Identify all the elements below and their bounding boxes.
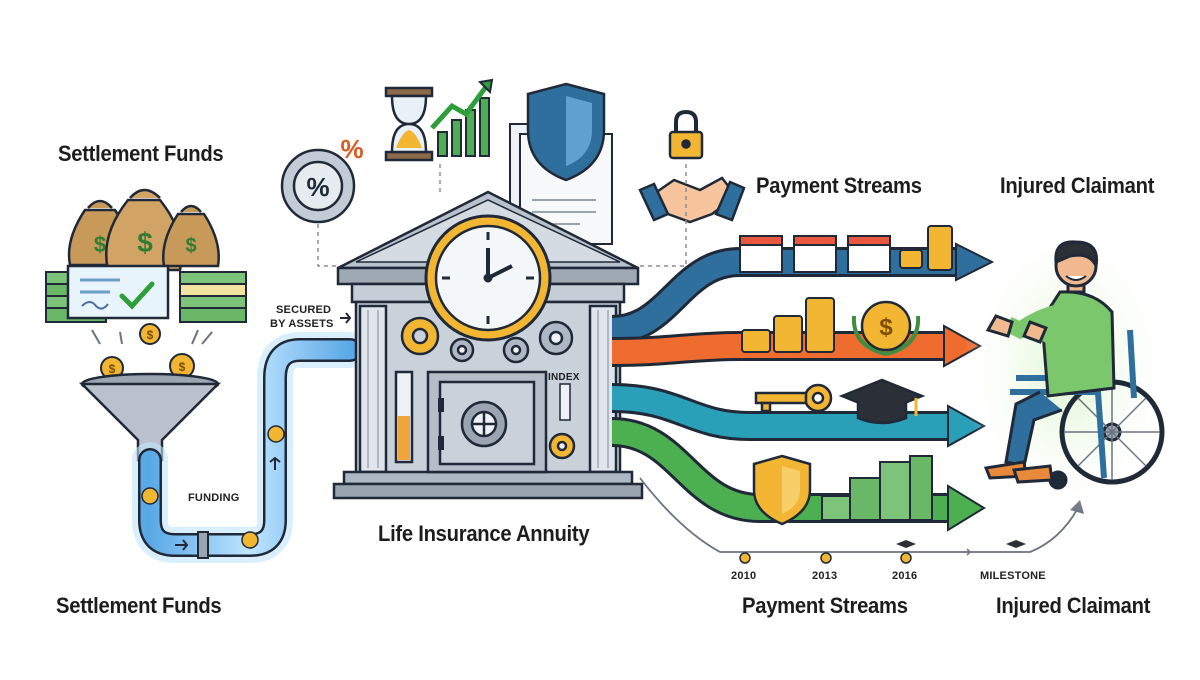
stream-2 — [611, 324, 983, 368]
calendar-icon — [739, 235, 891, 273]
secured-label-line2: BY ASSETS — [270, 318, 334, 330]
svg-text:$: $ — [879, 314, 893, 341]
svg-text:$: $ — [179, 360, 186, 374]
injured-claimant-title-bottom: Injured Claimant — [996, 593, 1151, 618]
milestone-label: MILESTONE — [980, 570, 1046, 582]
laurel-coin-icon: $ — [851, 300, 921, 356]
cash-stack-icon — [821, 455, 933, 521]
payment-streams-title-bottom: Payment Streams — [742, 593, 908, 618]
shield-icon — [526, 82, 606, 182]
shield-icon — [752, 454, 812, 526]
check-document-icon — [66, 264, 170, 320]
stream-1 — [610, 242, 995, 345]
payment-stream-arrows — [610, 242, 995, 532]
gear-icon — [400, 316, 576, 460]
stream-4 — [611, 417, 986, 532]
timeline-label-2016: 2016 — [892, 570, 918, 582]
money-bag-icon: $ — [162, 204, 220, 268]
coin-icon: $ $ $ — [100, 323, 195, 380]
annuity-title: Life Insurance Annuity — [378, 521, 590, 546]
secured-label-line1: SECURED — [276, 304, 332, 316]
index-label: INDEX — [548, 372, 580, 383]
timeline-dot-2013 — [820, 552, 832, 564]
svg-text:%: % — [340, 134, 363, 164]
handshake-icon — [638, 176, 746, 224]
funding-label: FUNDING — [188, 492, 240, 504]
svg-text:$: $ — [94, 232, 106, 257]
key-icon — [754, 383, 833, 413]
lock-icon — [668, 109, 704, 160]
settlement-funds-title-bottom: Settlement Funds — [56, 593, 222, 618]
wheelchair-person-icon — [963, 220, 1173, 520]
svg-text:$: $ — [147, 328, 154, 342]
timeline-dot-2016 — [900, 552, 912, 564]
svg-text:$: $ — [109, 362, 116, 376]
growth-chart-icon — [430, 78, 494, 157]
timeline-label-2013: 2013 — [812, 570, 838, 582]
timeline-label-2010: 2010 — [731, 570, 757, 582]
money-bags-group: $ $ $ — [45, 188, 247, 380]
coin-icon — [141, 425, 285, 549]
stream-3 — [611, 383, 987, 448]
svg-text:%: % — [306, 172, 329, 202]
safe-icon — [426, 370, 548, 474]
clock-icon — [424, 214, 552, 342]
payment-streams-title-top: Payment Streams — [756, 173, 922, 198]
coin-stack-icon — [741, 225, 953, 353]
svg-text:$: $ — [185, 235, 196, 257]
injured-claimant-title-top: Injured Claimant — [1000, 173, 1155, 198]
settlement-funds-title-top: Settlement Funds — [58, 141, 224, 166]
funding-pipe — [132, 312, 368, 563]
graduation-cap-icon — [838, 378, 926, 425]
hourglass-icon — [384, 86, 434, 162]
svg-text:$: $ — [137, 227, 153, 258]
gear-percent-icon: % % — [280, 134, 364, 224]
timeline-dot-2010 — [739, 552, 751, 564]
